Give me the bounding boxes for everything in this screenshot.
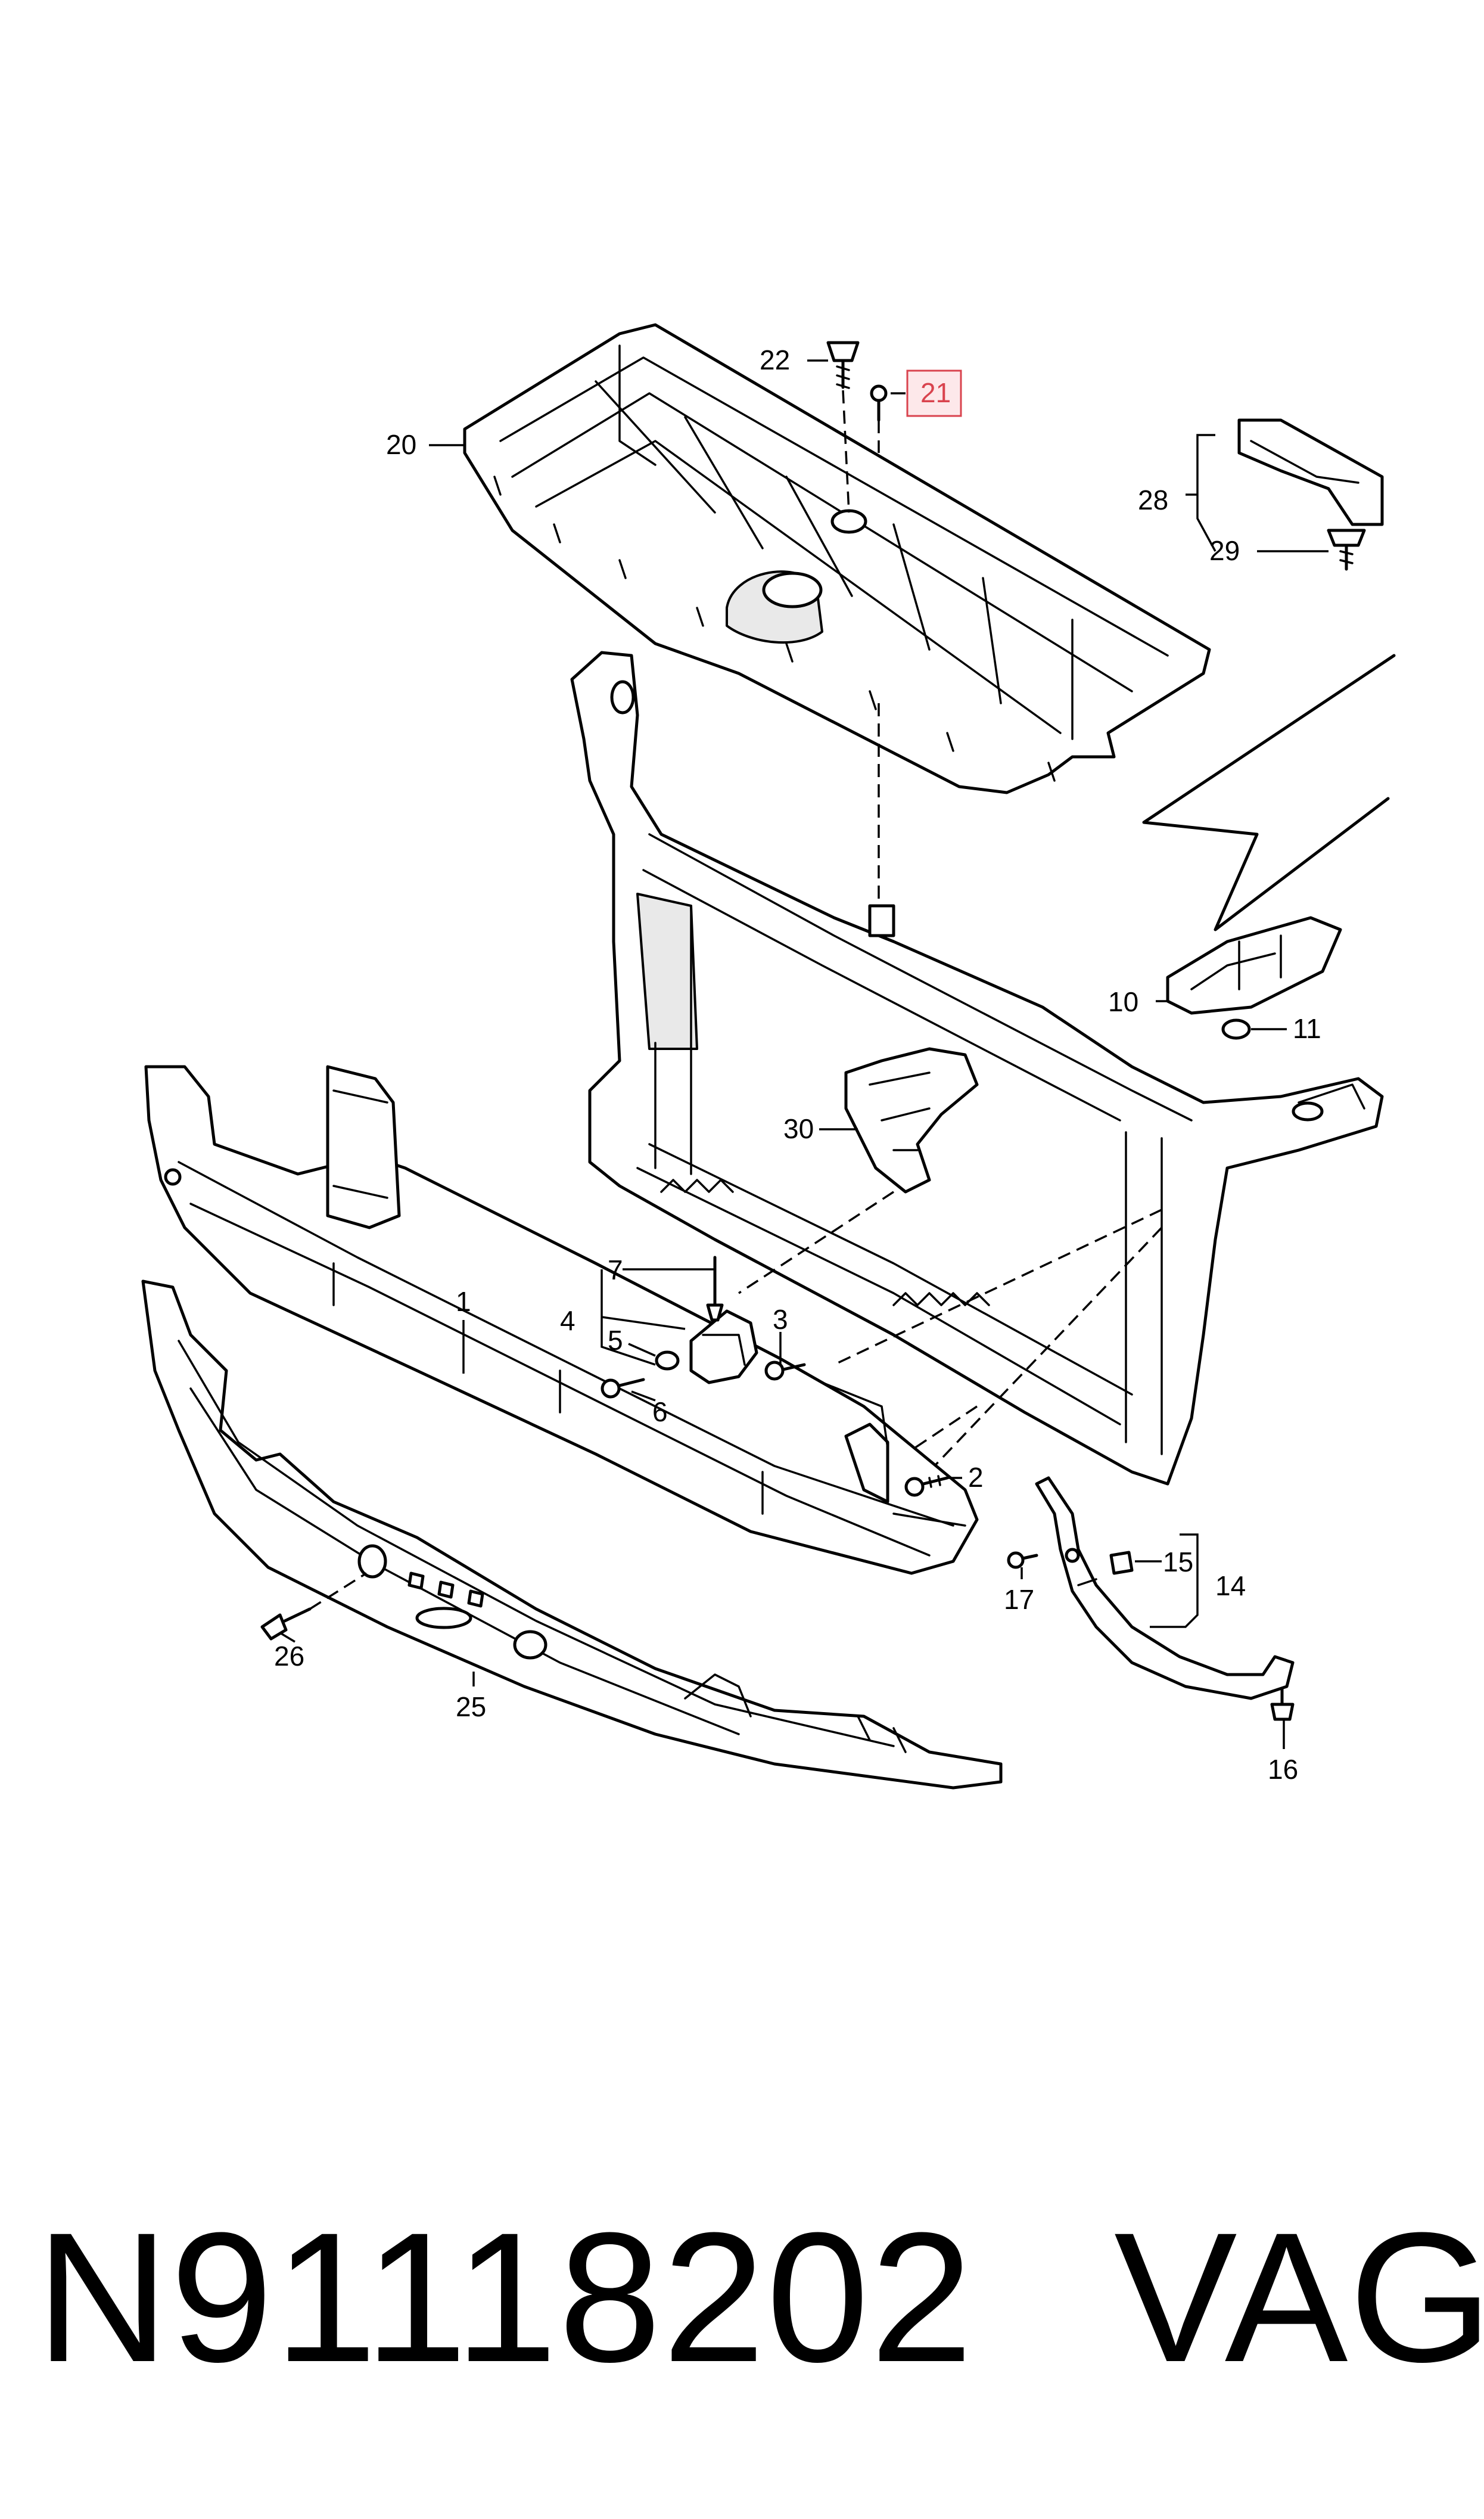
part-fender-edge bbox=[1142, 654, 1396, 931]
part-21-screw bbox=[870, 384, 888, 422]
leader-frame-dash-3 bbox=[905, 1405, 978, 1455]
part-30-latch-bracket bbox=[844, 1047, 979, 1194]
part-7-pin bbox=[706, 1256, 724, 1322]
callout-3: 3 bbox=[773, 1304, 788, 1335]
callout-2: 2 bbox=[968, 1462, 984, 1493]
part-26-screw bbox=[260, 1607, 312, 1641]
part-16-bolt bbox=[1270, 1688, 1295, 1721]
part-6-bolt bbox=[601, 1378, 645, 1399]
callout-14: 14 bbox=[1215, 1570, 1246, 1601]
part-25-energy-absorber bbox=[141, 1279, 1003, 1790]
callout-4: 4 bbox=[560, 1305, 575, 1336]
callout-21: 21 bbox=[920, 377, 951, 408]
callout-15: 15 bbox=[1163, 1546, 1193, 1577]
part-2-bolt bbox=[904, 1475, 949, 1497]
leader-26-dash bbox=[309, 1572, 367, 1610]
callout-10: 10 bbox=[1108, 986, 1138, 1017]
callout-28: 28 bbox=[1138, 484, 1168, 515]
callout-11: 11 bbox=[1293, 1013, 1321, 1044]
part-20-upper-cover bbox=[463, 323, 1211, 794]
part-14-cable-bracket bbox=[1035, 1476, 1295, 1700]
part-15-clip bbox=[1109, 1551, 1134, 1575]
part-3-bolt bbox=[764, 1361, 806, 1381]
part-22-clip bbox=[826, 341, 860, 389]
callout-16: 16 bbox=[1268, 1754, 1298, 1785]
callout-22: 22 bbox=[760, 344, 790, 375]
part-29-screw bbox=[1327, 529, 1366, 571]
callout-26: 26 bbox=[274, 1641, 304, 1672]
callout-labels: 20 22 21 28 29 10 11 30 1 7 4 5 6 3 2 17… bbox=[274, 344, 1321, 1785]
part-17-bolt bbox=[1007, 1551, 1038, 1569]
leader-22-dash bbox=[842, 390, 850, 513]
callout-20: 20 bbox=[386, 429, 416, 460]
callout-7: 7 bbox=[608, 1254, 623, 1285]
callout-25: 25 bbox=[456, 1691, 486, 1722]
callout-21-highlight-box bbox=[906, 369, 962, 417]
callout-6: 6 bbox=[652, 1396, 668, 1427]
callout-leaders bbox=[279, 359, 1329, 1749]
part-number-label: N91118202 bbox=[36, 2194, 975, 2400]
leader-30-dash bbox=[738, 1191, 894, 1294]
callout-5: 5 bbox=[608, 1325, 623, 1356]
part-10-bracket bbox=[1166, 916, 1342, 1015]
callout-30: 30 bbox=[783, 1113, 814, 1144]
lock-carrier-frame bbox=[570, 651, 1384, 1486]
part-4-bracket-assembly bbox=[689, 1309, 758, 1384]
part-5-washer bbox=[655, 1350, 680, 1371]
part-11-nut bbox=[1221, 1018, 1251, 1040]
part-1-bumper-beam bbox=[144, 1065, 979, 1575]
leader-frame-dash-2 bbox=[916, 1226, 1163, 1485]
callout-17: 17 bbox=[1004, 1584, 1034, 1615]
callout-1: 1 bbox=[456, 1286, 471, 1317]
part-28-bracket bbox=[1237, 418, 1384, 526]
brand-label: VAG bbox=[1114, 2194, 1484, 2400]
callout-29: 29 bbox=[1209, 535, 1240, 566]
